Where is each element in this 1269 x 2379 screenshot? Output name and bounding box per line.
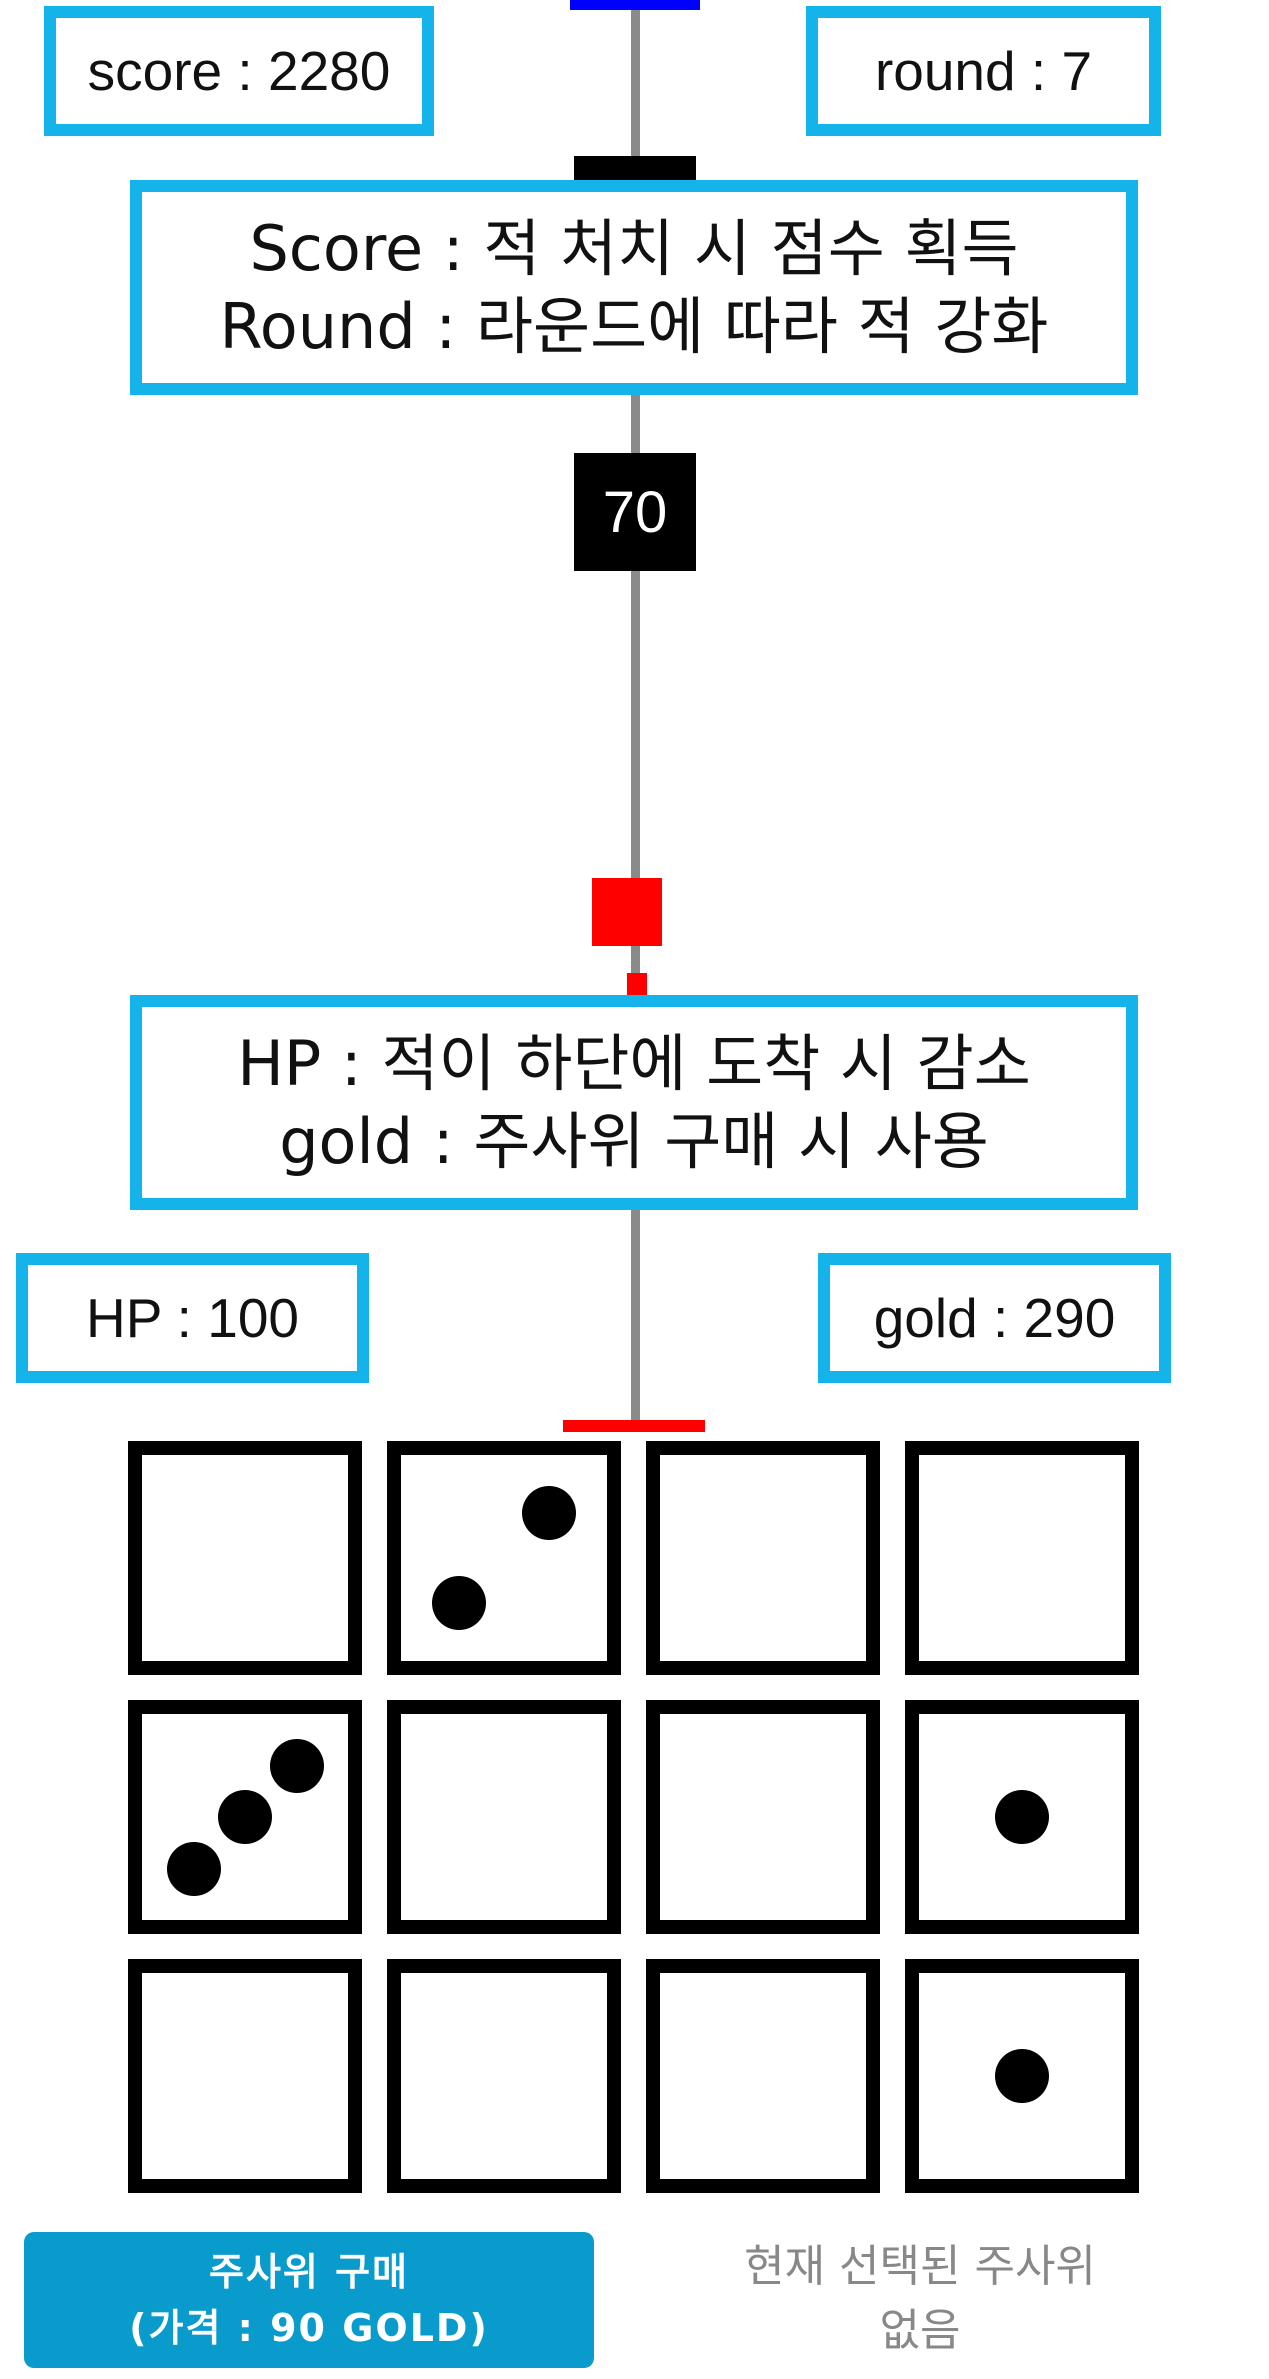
gold-text: gold : 290	[873, 1287, 1116, 1349]
dice-slot[interactable]	[905, 1700, 1139, 1934]
dice-slot[interactable]	[646, 1441, 880, 1675]
note-round: Round : 라운드에 따라 적 강화	[219, 289, 1049, 363]
gold-display: gold : 290	[818, 1253, 1171, 1383]
round-text: round : 7	[874, 40, 1093, 102]
score-round-note: Score : 적 처치 시 점수 획득 Round : 라운드에 따라 적 강…	[130, 180, 1138, 395]
dice-slot[interactable]	[387, 1700, 621, 1934]
dice-pip	[522, 1485, 577, 1540]
note-score: Score : 적 처치 시 점수 획득	[249, 211, 1019, 285]
selected-dice-status: 현재 선택된 주사위 없음	[660, 2235, 1180, 2375]
selected-dice-heading: 현재 선택된 주사위	[744, 2241, 1096, 2292]
buy-dice-label: 주사위 구매	[208, 2250, 410, 2294]
score-text: score : 2280	[87, 40, 391, 102]
dice-slot[interactable]	[646, 1959, 880, 2193]
dice-slot[interactable]	[128, 1441, 362, 1675]
dice-pip	[166, 1841, 221, 1896]
hp-gold-note: HP : 적이 하단에 도착 시 감소 gold : 주사위 구매 시 사용	[130, 995, 1138, 1210]
dice-slot[interactable]	[905, 1959, 1139, 2193]
enemy-blue	[570, 0, 700, 10]
score-display: score : 2280	[44, 6, 434, 136]
selected-dice-value: 없음	[879, 2305, 961, 2356]
dice-slot[interactable]	[128, 1959, 362, 2193]
dice-slot[interactable]	[646, 1700, 880, 1934]
enemy-hp-label: 70	[602, 479, 668, 545]
hp-display: HP : 100	[16, 1253, 369, 1383]
enemy-red	[592, 878, 662, 946]
dice-pip	[218, 1790, 272, 1844]
buy-dice-button[interactable]: 주사위 구매 (가격 : 90 GOLD)	[24, 2232, 594, 2368]
round-display: round : 7	[806, 6, 1161, 136]
dice-pip	[269, 1738, 324, 1793]
enemy-lane	[631, 0, 640, 1425]
dice-slot[interactable]	[387, 1959, 621, 2193]
dice-pip	[995, 2049, 1049, 2103]
note-hp: HP : 적이 하단에 도착 시 감소	[237, 1026, 1031, 1100]
buy-dice-price: (가격 : 90 GOLD)	[129, 2306, 489, 2350]
dice-slot[interactable]	[387, 1441, 621, 1675]
dice-slot[interactable]	[905, 1441, 1139, 1675]
hp-text: HP : 100	[85, 1287, 300, 1349]
base-line	[563, 1420, 705, 1432]
note-gold: gold : 주사위 구매 시 사용	[279, 1104, 989, 1178]
enemy-black: 70	[574, 453, 696, 571]
dice-slot[interactable]	[128, 1700, 362, 1934]
dice-pip	[995, 1790, 1049, 1844]
dice-pip	[431, 1576, 486, 1631]
